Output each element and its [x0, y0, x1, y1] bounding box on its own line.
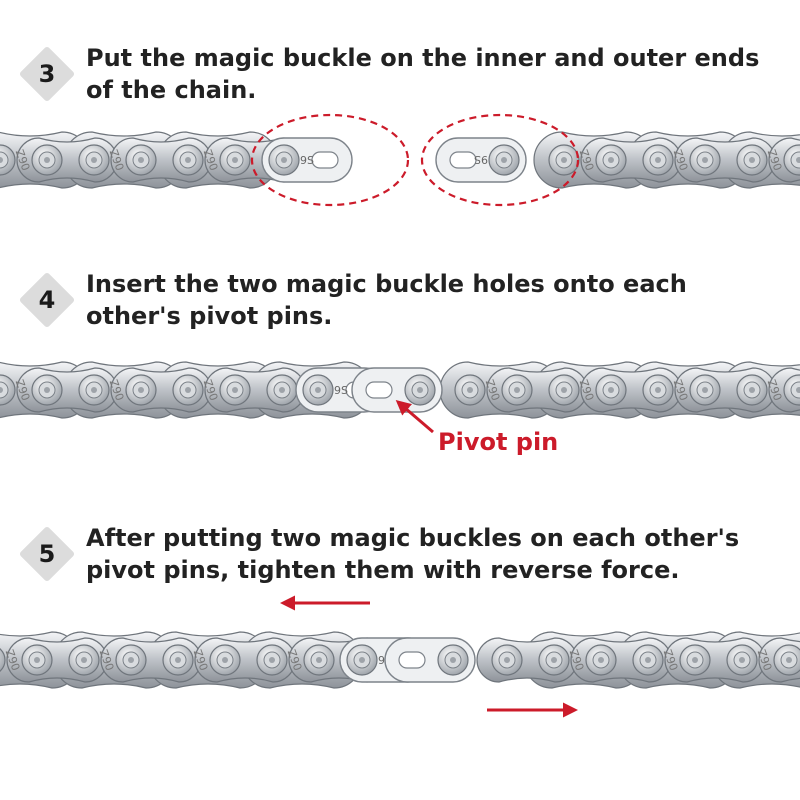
step-3-instruction: Put the magic buckle on the inner and ou… — [86, 44, 760, 104]
step-5-badge-number: 5 — [38, 540, 56, 568]
svg-text:9S: 9S — [300, 154, 314, 167]
step-4-instruction: Insert the two magic buckle holes onto e… — [86, 270, 687, 330]
step-3-badge-number: 3 — [38, 60, 56, 88]
chain-step-4: Z90Z90Z90Z90Z90Z90Z90Z909S — [0, 361, 800, 419]
step-4-badge-number: 4 — [38, 286, 56, 314]
pivot-pin-label: Pivot pin — [438, 428, 559, 456]
svg-text:9S: 9S — [334, 384, 348, 397]
svg-text:9S: 9S — [474, 153, 488, 166]
step-5-instruction: After putting two magic buckles on each … — [86, 524, 740, 584]
